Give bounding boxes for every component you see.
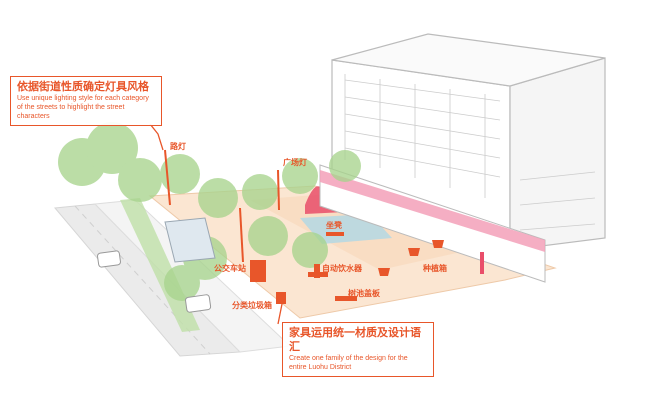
- label-water-fountain: 自动饮水器: [322, 264, 362, 273]
- tree-canopy: [282, 158, 318, 194]
- building-side-face: [509, 57, 606, 251]
- pink-flag: [480, 252, 484, 274]
- callout-lighting-subtitle: Use unique lighting style for each categ…: [17, 95, 149, 120]
- street-lamp-pole: [239, 207, 244, 263]
- leader-lines: [149, 123, 283, 325]
- label-bus-stop: 公交车站: [214, 264, 246, 273]
- tree-canopy: [248, 216, 288, 256]
- lighting-leader-line: [149, 123, 164, 151]
- planter-box-shape: [378, 268, 390, 276]
- tree-grate-shape: [335, 296, 357, 301]
- trees: [58, 122, 361, 301]
- building-roof: [331, 33, 606, 87]
- car: [185, 294, 212, 313]
- furniture-leader-line: [277, 303, 283, 325]
- tree-canopy: [242, 174, 278, 210]
- tree-canopy: [292, 232, 328, 268]
- tree-canopy: [160, 154, 200, 194]
- planter-box-shape: [408, 248, 420, 256]
- label-plaza-lamp: 广场灯: [283, 158, 307, 167]
- callout-furniture-title: 家具运用统一材质及设计语汇: [289, 326, 421, 353]
- label-tree-grate: 树池盖板: [348, 289, 380, 298]
- tree-canopy: [86, 122, 138, 174]
- tree-canopy: [198, 178, 238, 218]
- building: [319, 33, 606, 283]
- label-seating: 坐凳: [326, 221, 342, 230]
- label-recycling-bin: 分类垃圾箱: [232, 301, 272, 310]
- tree-canopy: [118, 158, 162, 202]
- pink-canopy-band: [320, 170, 545, 252]
- bus-shelter: [250, 260, 266, 282]
- label-street-lamp: 路灯: [170, 142, 186, 151]
- street-furniture: [164, 149, 484, 304]
- callout-furniture-subtitle: Create one family of the design for the …: [289, 355, 408, 371]
- street-lamp-pole: [164, 149, 171, 206]
- window-grid: [344, 74, 596, 231]
- recycling-bin-shape: [276, 292, 286, 304]
- bus: [164, 217, 216, 263]
- label-planter-box: 种植箱: [423, 264, 447, 273]
- callout-lighting: 依据街道性质确定灯具风格 Use unique lighting style f…: [10, 76, 162, 126]
- callout-furniture: 家具运用统一材质及设计语汇 Create one family of the d…: [282, 322, 434, 377]
- car: [97, 250, 121, 268]
- water-fountain-shape: [314, 264, 320, 278]
- planter-box-shape: [432, 240, 444, 248]
- bench-shape: [326, 232, 344, 236]
- plaza-lamp-pole: [277, 169, 280, 211]
- callout-lighting-title: 依据街道性质确定灯具风格: [17, 80, 149, 93]
- tree-canopy: [164, 265, 200, 301]
- tree-canopy: [329, 150, 361, 182]
- tree-grate-shape: [308, 272, 328, 277]
- vehicles: [97, 217, 216, 313]
